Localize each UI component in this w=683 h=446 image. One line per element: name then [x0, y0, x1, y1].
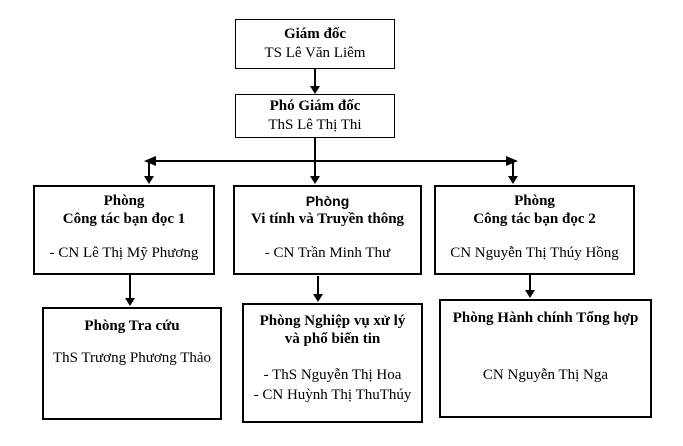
arrowhead-down-icon	[310, 86, 320, 94]
arrowhead-down-icon	[525, 290, 535, 298]
deputy-name: ThS Lê Thị Thi	[268, 117, 362, 133]
arrowhead-down-icon	[310, 176, 320, 184]
deputy-title: Phó Giám đốc	[269, 98, 361, 114]
arrowhead-down-icon	[144, 176, 154, 184]
node-dept-lookup: Phòng Tra cứu ThS Trương Phương Thảo	[42, 307, 222, 420]
sub-member: - ThS Nguyễn Thị Hoa	[263, 367, 402, 383]
dept-title-line1: Phòng	[305, 193, 350, 209]
node-deputy-director: Phó Giám đốc ThS Lê Thị Thi	[235, 94, 395, 138]
sub-member: CN Nguyễn Thị Nga	[482, 367, 609, 383]
dept-title-line1: Phòng	[103, 193, 145, 209]
dept-member: CN Nguyễn Thị Thúy Hồng	[450, 245, 619, 261]
arrowhead-down-icon	[508, 176, 518, 184]
node-dept-admin-general: Phòng Hành chính Tổng hợp CN Nguyễn Thị …	[439, 299, 652, 418]
sub-member: ThS Trương Phương Thảo	[52, 350, 212, 366]
director-title: Giám đốc	[283, 26, 347, 42]
dept-title-line2: Công tác bạn đọc 1	[62, 211, 186, 227]
dept-member: - CN Trần Minh Thư	[264, 245, 391, 261]
sub-member: - CN Huỳnh Thị ThuThúy	[253, 387, 412, 403]
dept-title-line2: Công tác bạn đọc 2	[473, 211, 596, 227]
arrowhead-down-icon	[313, 294, 323, 302]
node-dept-reader-services-2: Phòng Công tác bạn đọc 2 CN Nguyễn Thị T…	[434, 185, 635, 275]
dept-member: - CN Lê Thị Mỹ Phương	[49, 245, 199, 261]
node-dept-reader-services-1: Phòng Công tác bạn đọc 1 - CN Lê Thị Mỹ …	[33, 185, 215, 275]
director-name: TS Lê Văn Liêm	[264, 45, 366, 61]
sub-title-line1: Phòng Nghiệp vụ xử lý	[259, 313, 406, 329]
sub-title-line1: Phòng Hành chính Tổng hợp	[452, 310, 639, 326]
dept-title-line2: Vi tính và Truyền thông	[250, 211, 405, 227]
node-director: Giám đốc TS Lê Văn Liêm	[235, 19, 395, 69]
sub-title-line1: Phòng Tra cứu	[84, 318, 180, 334]
node-dept-processing-dissemination: Phòng Nghiệp vụ xử lý và phổ biến tin - …	[242, 303, 423, 423]
arrowhead-down-icon	[125, 298, 135, 306]
dept-title-line1: Phòng	[514, 193, 555, 209]
sub-title-line2: và phổ biến tin	[284, 331, 381, 347]
node-dept-it-communications: Phòng Vi tính và Truyền thông - CN Trần …	[233, 185, 422, 275]
